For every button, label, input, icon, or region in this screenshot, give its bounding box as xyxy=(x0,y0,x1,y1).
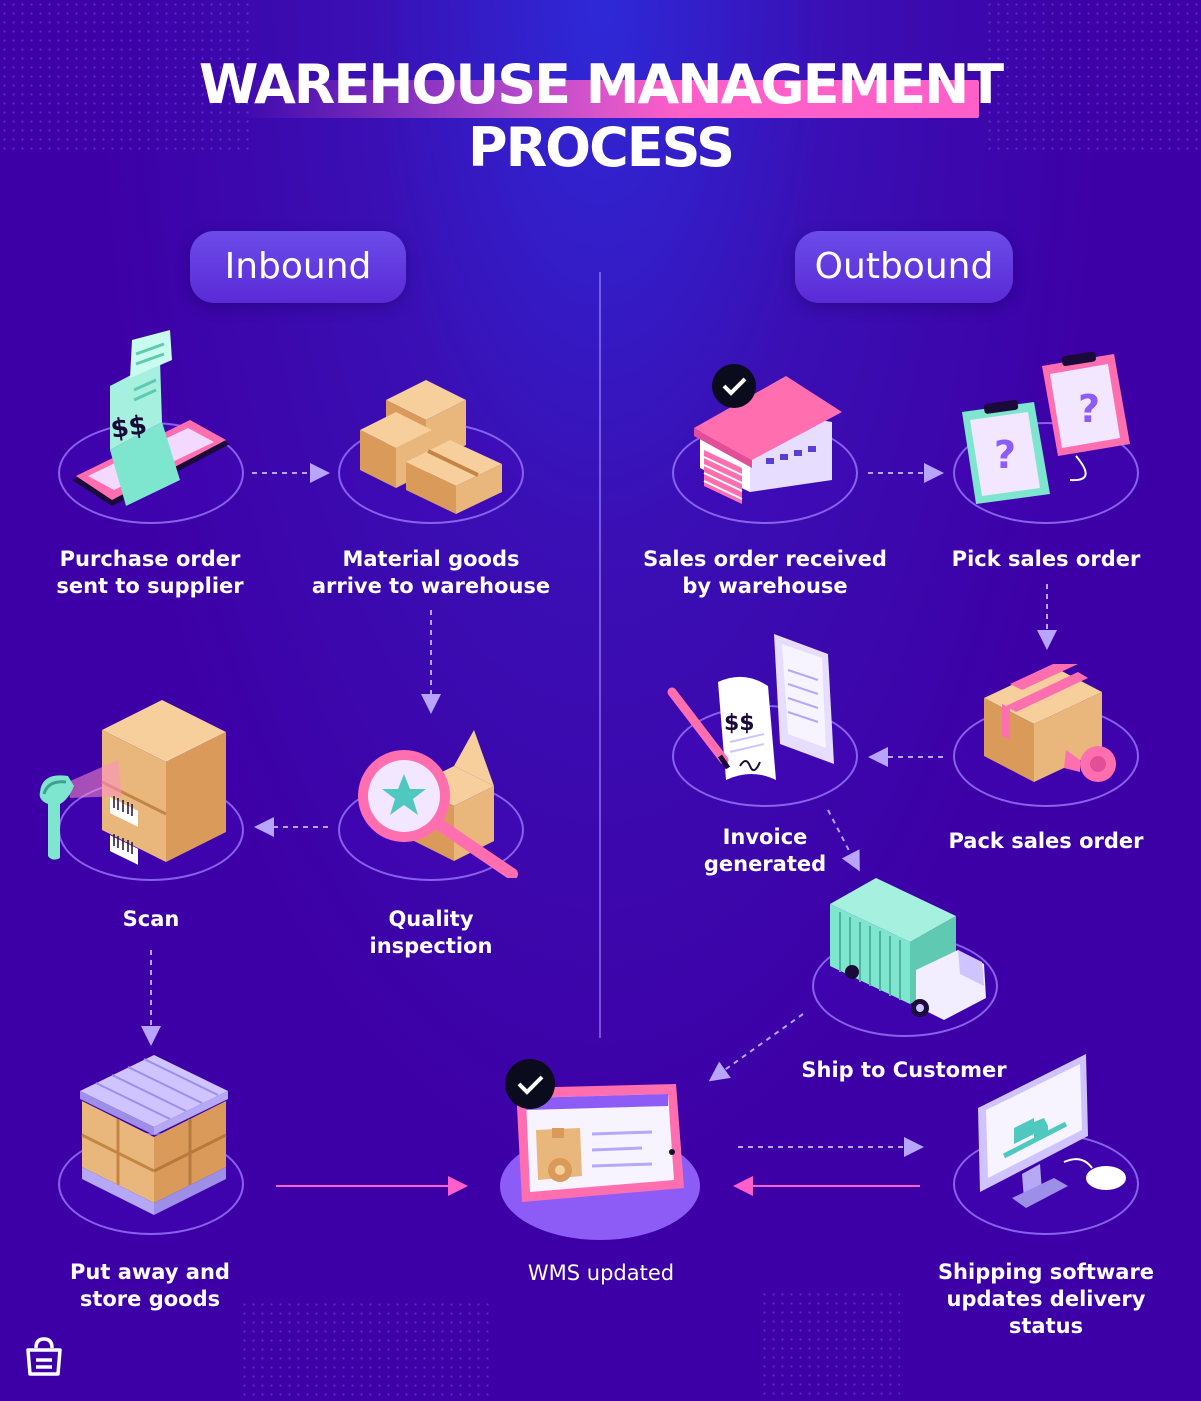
question-text: ? xyxy=(1078,387,1100,431)
package-tape-icon xyxy=(984,664,1116,782)
brand-logo-icon xyxy=(26,1337,62,1376)
arrow-ship-to-wms xyxy=(708,1013,804,1082)
step-label-pack-sales-order: Pack sales order xyxy=(948,829,1144,853)
magnifier-star-icon xyxy=(358,730,518,878)
money-text: $$ xyxy=(109,410,149,445)
money-text: $$ xyxy=(724,711,755,736)
step-label-wms-updated: WMS updated xyxy=(527,1261,675,1285)
tablet-check-icon xyxy=(505,1059,684,1202)
arrow-invoice-to-ship xyxy=(827,809,860,872)
dot-pattern xyxy=(760,1290,900,1401)
dot-pattern xyxy=(240,1300,490,1401)
truck-icon xyxy=(830,878,986,1020)
outbound-badge: Outbound xyxy=(795,231,1013,303)
clipboards-icon: ? ? xyxy=(962,352,1130,504)
step-label-pick-sales-order: Pick sales order xyxy=(951,547,1141,571)
question-text: ? xyxy=(994,433,1016,477)
dot-pattern xyxy=(985,0,1201,150)
invoice-pen-icon: $$ xyxy=(667,634,834,780)
inbound-badge: Inbound xyxy=(190,231,406,303)
dot-pattern xyxy=(0,0,250,150)
barcode-scanner-icon xyxy=(39,700,226,865)
monitor-truck-icon xyxy=(978,1054,1126,1208)
page-title: WAREHOUSE MANAGEMENT xyxy=(198,53,1004,116)
phone-receipt-icon: $$ xyxy=(72,330,230,506)
title-highlight xyxy=(237,80,979,118)
step-label-ship-to-customer: Ship to Customer xyxy=(801,1058,1007,1082)
pallet-icon xyxy=(80,1055,228,1215)
page-title-line-2: PROCESS xyxy=(468,116,735,179)
section-divider xyxy=(599,272,601,1038)
warehouse-icon xyxy=(694,364,842,504)
step-label-scan: Scan xyxy=(122,907,180,931)
boxes-icon xyxy=(360,380,502,514)
